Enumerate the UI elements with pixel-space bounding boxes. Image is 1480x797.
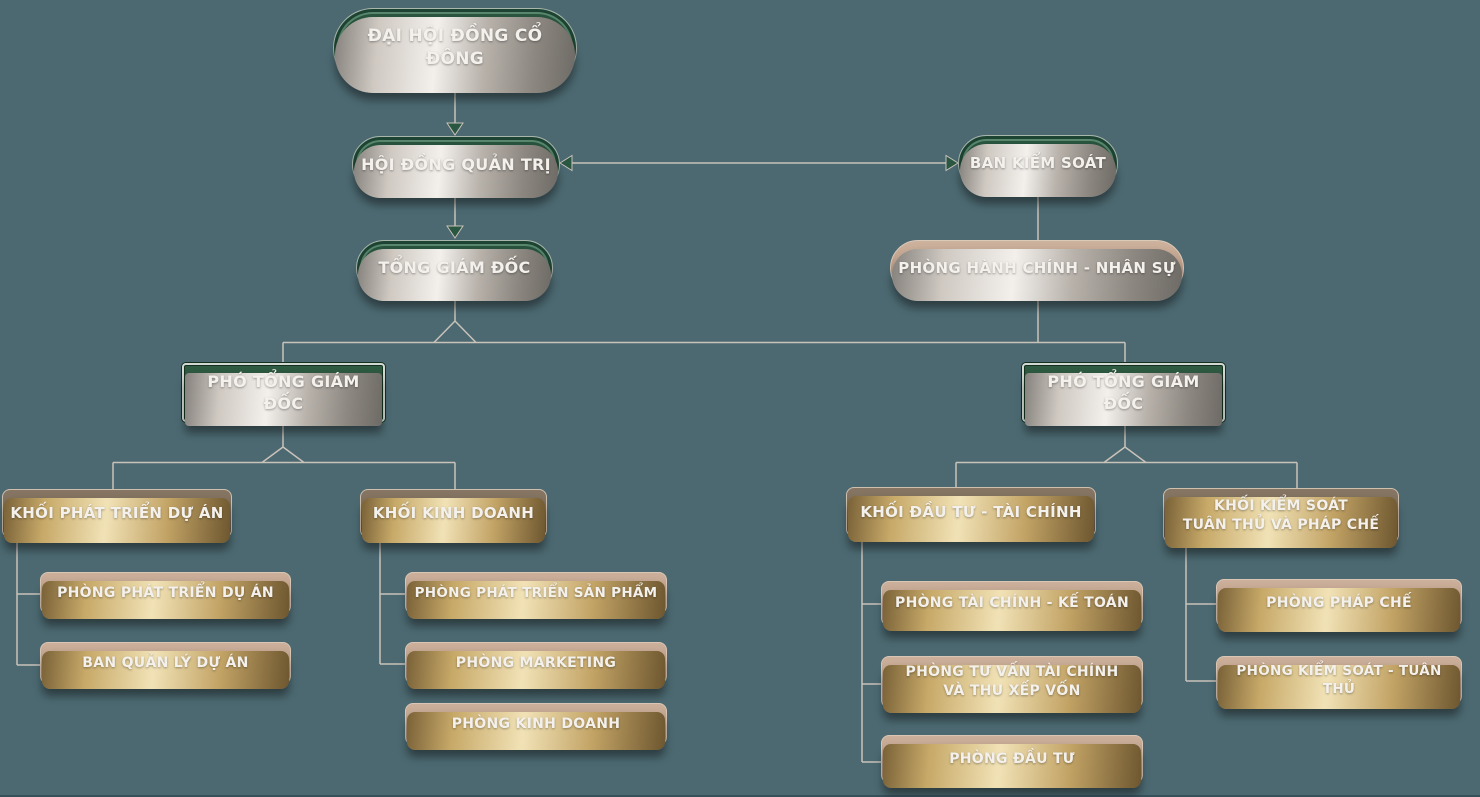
arrow-down-icon [446, 225, 464, 239]
arrow-down-icon [446, 122, 464, 136]
connector-tgd-branch [282, 341, 1126, 363]
canvas-bottom-edge [0, 795, 1480, 797]
connector-ptgd-right-chevron [1103, 420, 1147, 464]
node-label: PHÒNG KINH DOANH [451, 715, 621, 732]
node-hoi-dong-quan-tri: HỘI ĐỒNG QUẢN TRỊ [352, 136, 560, 198]
node-ban-quan-ly-du-an: BAN QUẢN LÝ DỰ ÁN [40, 642, 291, 689]
node-phong-tu-van-tai-chinh-thu-xep-von: PHÒNG TƯ VẤN TÀI CHÍNH VÀ THU XẾP VỐN [881, 656, 1143, 713]
node-tong-giam-doc: TỔNG GIÁM ĐỐC [356, 240, 553, 301]
node-label: PHÒNG TÀI CHÍNH - KẾ TOÁN [895, 595, 1129, 612]
node-phong-marketing: PHÒNG MARKETING [405, 642, 667, 689]
node-phong-hanh-chinh-nhan-su: PHÒNG HÀNH CHÍNH - NHÂN SỰ [890, 240, 1184, 301]
connector-ptgd-left-chevron [261, 420, 305, 464]
node-label: PHÒNG TƯ VẤN TÀI CHÍNH VÀ THU XẾP VỐN [905, 664, 1119, 699]
node-phong-kinh-doanh: PHÒNG KINH DOANH [405, 703, 667, 750]
node-label: TỔNG GIÁM ĐỐC [378, 258, 531, 278]
connector-khoi-dttc-children [861, 537, 881, 763]
connector-khoi-kd-children [379, 537, 405, 665]
node-label: BAN QUẢN LÝ DỰ ÁN [82, 654, 249, 671]
node-label: KHỐI KINH DOANH [372, 504, 535, 523]
node-label: PHÒNG PHÁP CHẾ [1266, 594, 1412, 611]
node-phong-phap-che: PHÒNG PHÁP CHẾ [1216, 579, 1462, 632]
connector-khoi-kstt-children [1185, 537, 1216, 682]
node-label: KHỐI KIỂM SOÁT TUÂN THỦ VÀ PHÁP CHẾ [1182, 497, 1380, 533]
node-label: PHÒNG MARKETING [455, 654, 617, 671]
node-label: PHÒNG ĐẦU TƯ [949, 750, 1075, 767]
node-khoi-kiem-soat-tuan-thu-phap-che: KHỐI KIỂM SOÁT TUÂN THỦ VÀ PHÁP CHẾ [1163, 488, 1399, 548]
connector-ptgd-left-branch [112, 461, 456, 489]
node-phong-phat-trien-san-pham: PHÒNG PHÁT TRIỂN SẢN PHẨM [405, 572, 667, 619]
node-khoi-kinh-doanh: KHỐI KINH DOANH [360, 489, 547, 543]
node-label: HỘI ĐỒNG QUẢN TRỊ [361, 154, 551, 174]
arrow-right-icon [945, 154, 959, 172]
node-pho-tong-giam-doc-left: PHÓ TỔNG GIÁM ĐỐC [182, 363, 385, 426]
node-label: ĐẠI HỘI ĐỒNG CỔ ĐÔNG [367, 26, 543, 69]
connector-khoi-ptda-children [16, 538, 40, 666]
node-label: BAN KIỂM SOÁT [969, 154, 1107, 173]
node-label: PHÓ TỔNG GIÁM ĐỐC [1047, 371, 1200, 413]
node-label: PHÒNG PHÁT TRIỂN SẢN PHẨM [414, 584, 658, 601]
node-label: PHÒNG PHÁT TRIỂN DỤ ÁN [57, 584, 274, 601]
node-ban-kiem-soat: BAN KIỂM SOÁT [958, 135, 1118, 197]
node-phong-phat-trien-du-an: PHÒNG PHÁT TRIỂN DỤ ÁN [40, 572, 291, 619]
connector-ptgd-right-branch [955, 461, 1298, 488]
node-pho-tong-giam-doc-right: PHÓ TỔNG GIÁM ĐỐC [1022, 363, 1225, 426]
node-phong-dau-tu: PHÒNG ĐẦU TƯ [881, 735, 1143, 788]
arrow-left-icon [559, 154, 573, 172]
node-label: PHÒNG HÀNH CHÍNH - NHÂN SỰ [898, 258, 1176, 277]
node-label: KHỐI ĐẦU TƯ - TÀI CHÍNH [860, 502, 1082, 521]
node-phong-kiem-soat-tuan-thu: PHÒNG KIỂM SOÁT - TUÂN THỦ [1216, 656, 1462, 709]
node-label: KHỐI PHÁT TRIỂN DỰ ÁN [10, 504, 224, 523]
node-khoi-dau-tu-tai-chinh: KHỐI ĐẦU TƯ - TÀI CHÍNH [846, 487, 1096, 542]
node-label: PHÒNG KIỂM SOÁT - TUÂN THỦ [1236, 662, 1442, 697]
node-phong-tai-chinh-ke-toan: PHÒNG TÀI CHÍNH - KẾ TOÁN [881, 581, 1143, 631]
node-khoi-phat-trien-du-an: KHỐI PHÁT TRIỂN DỰ ÁN [2, 489, 232, 543]
node-label: PHÓ TỔNG GIÁM ĐỐC [207, 371, 360, 413]
node-dai-hoi-dong-co-dong: ĐẠI HỘI ĐỒNG CỔ ĐÔNG [333, 8, 577, 93]
